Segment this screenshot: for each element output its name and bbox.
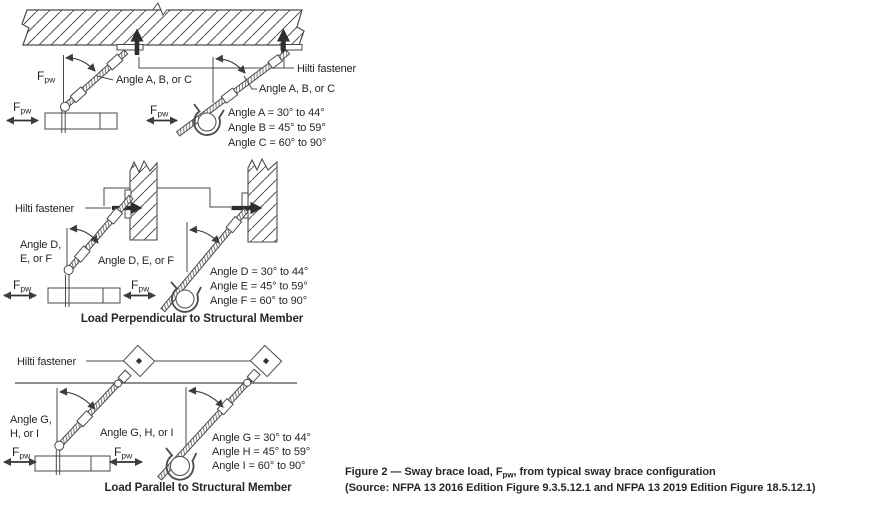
rod-end-ball [63, 264, 74, 275]
clamp-pipe-circle [197, 112, 217, 132]
angle-label-leader [96, 75, 114, 81]
angle-arc [189, 225, 220, 244]
structural-column [129, 159, 158, 241]
angle-def-line: Angle D = 30° to 44° [210, 266, 308, 278]
angle-label-line2: E, or F [20, 253, 52, 265]
attachment-plate [116, 44, 144, 51]
anchor-plate [122, 344, 156, 378]
angle-label-line1: Angle D, [20, 239, 61, 251]
angle-label-line2: H, or I [10, 428, 39, 440]
section-caption: Load Parallel to Structural Member [104, 482, 292, 494]
pipe [47, 287, 121, 304]
clamp-hook [193, 103, 225, 136]
hilti-fastener-label: Hilti fastener [17, 356, 77, 368]
anchor-dot [135, 357, 143, 365]
rod-coupling [106, 53, 124, 71]
fpw-label: Fpw [12, 445, 31, 461]
angle-arc [59, 387, 96, 410]
beam-break-notch [152, 2, 168, 17]
connector-bracket [103, 187, 231, 208]
angle-label: Angle D, E, or F [98, 255, 174, 267]
rod-coupling [73, 245, 91, 263]
attachment-plate [280, 44, 303, 51]
hilti-fastener-label: Hilti fastener [15, 203, 75, 215]
rod-coupling [225, 215, 243, 234]
clamp-pipe-circle [170, 456, 190, 476]
angle-definitions: Angle D = 30° to 44° Angle E = 45° to 59… [210, 266, 308, 307]
sway-brace-rod [157, 368, 261, 481]
fpw-label: Fpw [131, 278, 150, 294]
pipe-clamp [193, 103, 225, 136]
rod-hatch [160, 207, 249, 313]
top-diagram: Fpw Fpw Fpw Angle A, B, or C Angle A, B,… [6, 2, 357, 149]
rod-coupling [267, 54, 284, 70]
angle-arc [65, 53, 96, 72]
rod-swivel-ball [114, 379, 123, 388]
rod-end-ball [59, 101, 70, 112]
structural-column [247, 157, 278, 243]
fpw-label: Fpw [13, 278, 32, 294]
pipe-clamp [165, 447, 198, 481]
angle-arc [188, 386, 224, 408]
sway-brace-rod [160, 207, 249, 313]
pipe [34, 455, 111, 472]
angle-def-line: Angle G = 30° to 44° [212, 432, 311, 444]
fpw-label: Fpw [150, 103, 169, 119]
angle-label: Angle A, B, or C [259, 83, 335, 95]
angle-label-leader [243, 75, 257, 90]
angle-def-line: Angle H = 45° to 59° [212, 446, 310, 458]
rod-coupling [246, 368, 261, 383]
sway-brace-rod [63, 194, 134, 275]
fastener-arrow-right-icon [231, 201, 263, 215]
anchor-dot [262, 357, 270, 365]
fpw-label: Fpw [114, 445, 133, 461]
figure-caption-line2: (Source: NFPA 13 2016 Edition Figure 9.3… [345, 482, 816, 494]
column-attachment-plate [241, 192, 249, 219]
angle-definitions: Angle G = 30° to 44° Angle H = 45° to 59… [212, 432, 311, 472]
angle-def-line: Angle A = 30° to 44° [228, 107, 324, 119]
fpw-label: Fpw [13, 100, 32, 116]
angle-def-line: Angle F = 60° to 90° [210, 295, 307, 307]
figure-caption: Figure 2 — Sway brace load, Fpw, from ty… [345, 466, 816, 494]
bottom-diagram: Hilti fastener Angle G, H, or I Angle G,… [3, 344, 311, 494]
fastener-arrow-up-icon [277, 28, 290, 55]
angle-label: Angle A, B, or C [116, 74, 192, 86]
clamp-hook [170, 281, 202, 313]
figure-caption-line1: Figure 2 — Sway brace load, Fpw, from ty… [345, 466, 716, 480]
angle-def-line: Angle I = 60° to 90° [212, 460, 305, 472]
sway-brace-rod [59, 49, 129, 112]
middle-diagram: Hilti fastener Angle D, E, or F Angle D,… [3, 157, 308, 325]
rod-coupling [220, 87, 239, 104]
fpw-label: Fpw [37, 69, 56, 85]
rod-end-ball [54, 440, 65, 451]
clamp-pipe-circle [175, 289, 195, 309]
angle-label: Angle G, H, or I [100, 427, 174, 439]
angle-def-line: Angle C = 60° to 90° [228, 137, 326, 149]
rod-coupling [117, 369, 132, 384]
rod-coupling [76, 410, 94, 428]
rod-coupling [106, 207, 124, 225]
angle-label-line1: Angle G, [10, 414, 52, 426]
angle-arc [215, 54, 246, 74]
rod-coupling [69, 86, 88, 104]
hilti-fastener-label: Hilti fastener [297, 63, 357, 75]
rod-swivel-ball [243, 378, 252, 387]
angle-def-line: Angle E = 45° to 59° [210, 281, 308, 293]
clamp-hook [165, 447, 198, 481]
anchor-plate [249, 344, 283, 378]
angle-def-line: Angle B = 45° to 59° [228, 122, 326, 134]
angle-arc [69, 224, 99, 244]
angle-definitions: Angle A = 30° to 44° Angle B = 45° to 59… [228, 107, 326, 149]
sway-brace-rod [54, 369, 132, 451]
section-caption: Load Perpendicular to Structural Member [81, 313, 304, 325]
pipe-clamp [170, 281, 202, 313]
fastener-arrow-right-icon [112, 201, 143, 215]
pipe [44, 112, 118, 130]
fastener-arrow-up-icon [130, 28, 144, 55]
